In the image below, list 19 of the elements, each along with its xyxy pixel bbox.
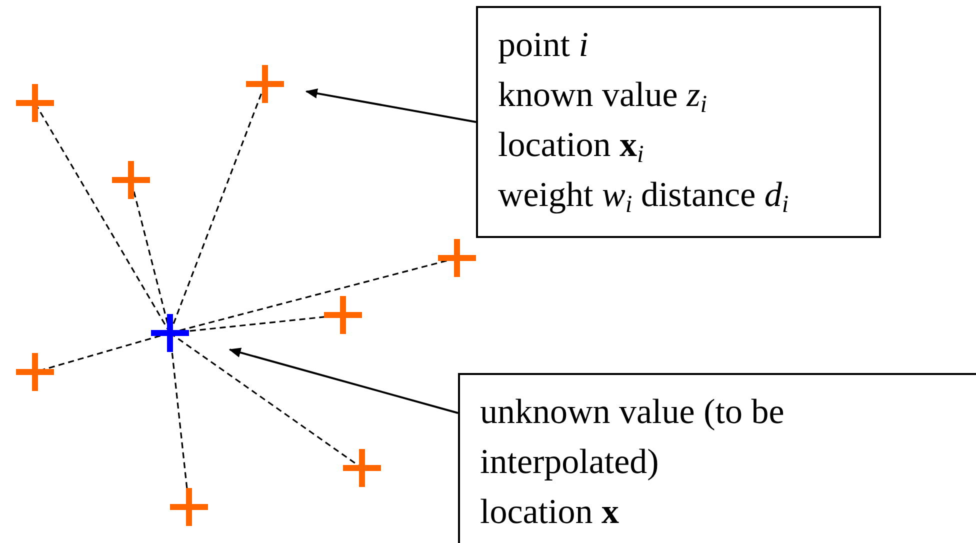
cross-marker [15, 352, 55, 392]
cross-marker [245, 64, 285, 104]
cross-marker [323, 295, 363, 335]
cross-marker [437, 238, 477, 278]
box-text: location x$_{i}$ [498, 124, 644, 170]
text-box [476, 6, 881, 238]
box-text: location x [480, 491, 619, 533]
cross-marker [169, 487, 209, 527]
box-text: point i [498, 24, 588, 66]
box-text: weight w$_{i}$ distance d$_{i}$ [498, 174, 789, 220]
cross-marker [111, 160, 151, 200]
arrow [305, 88, 476, 123]
cross-marker [15, 83, 55, 123]
box-text: known value z$_{i}$ [498, 74, 708, 120]
cross-marker [342, 448, 382, 488]
box-text: unknown value (to be interpolated) [480, 391, 786, 483]
arrow [228, 348, 458, 414]
text-box [458, 373, 976, 543]
cross-marker [150, 313, 190, 353]
